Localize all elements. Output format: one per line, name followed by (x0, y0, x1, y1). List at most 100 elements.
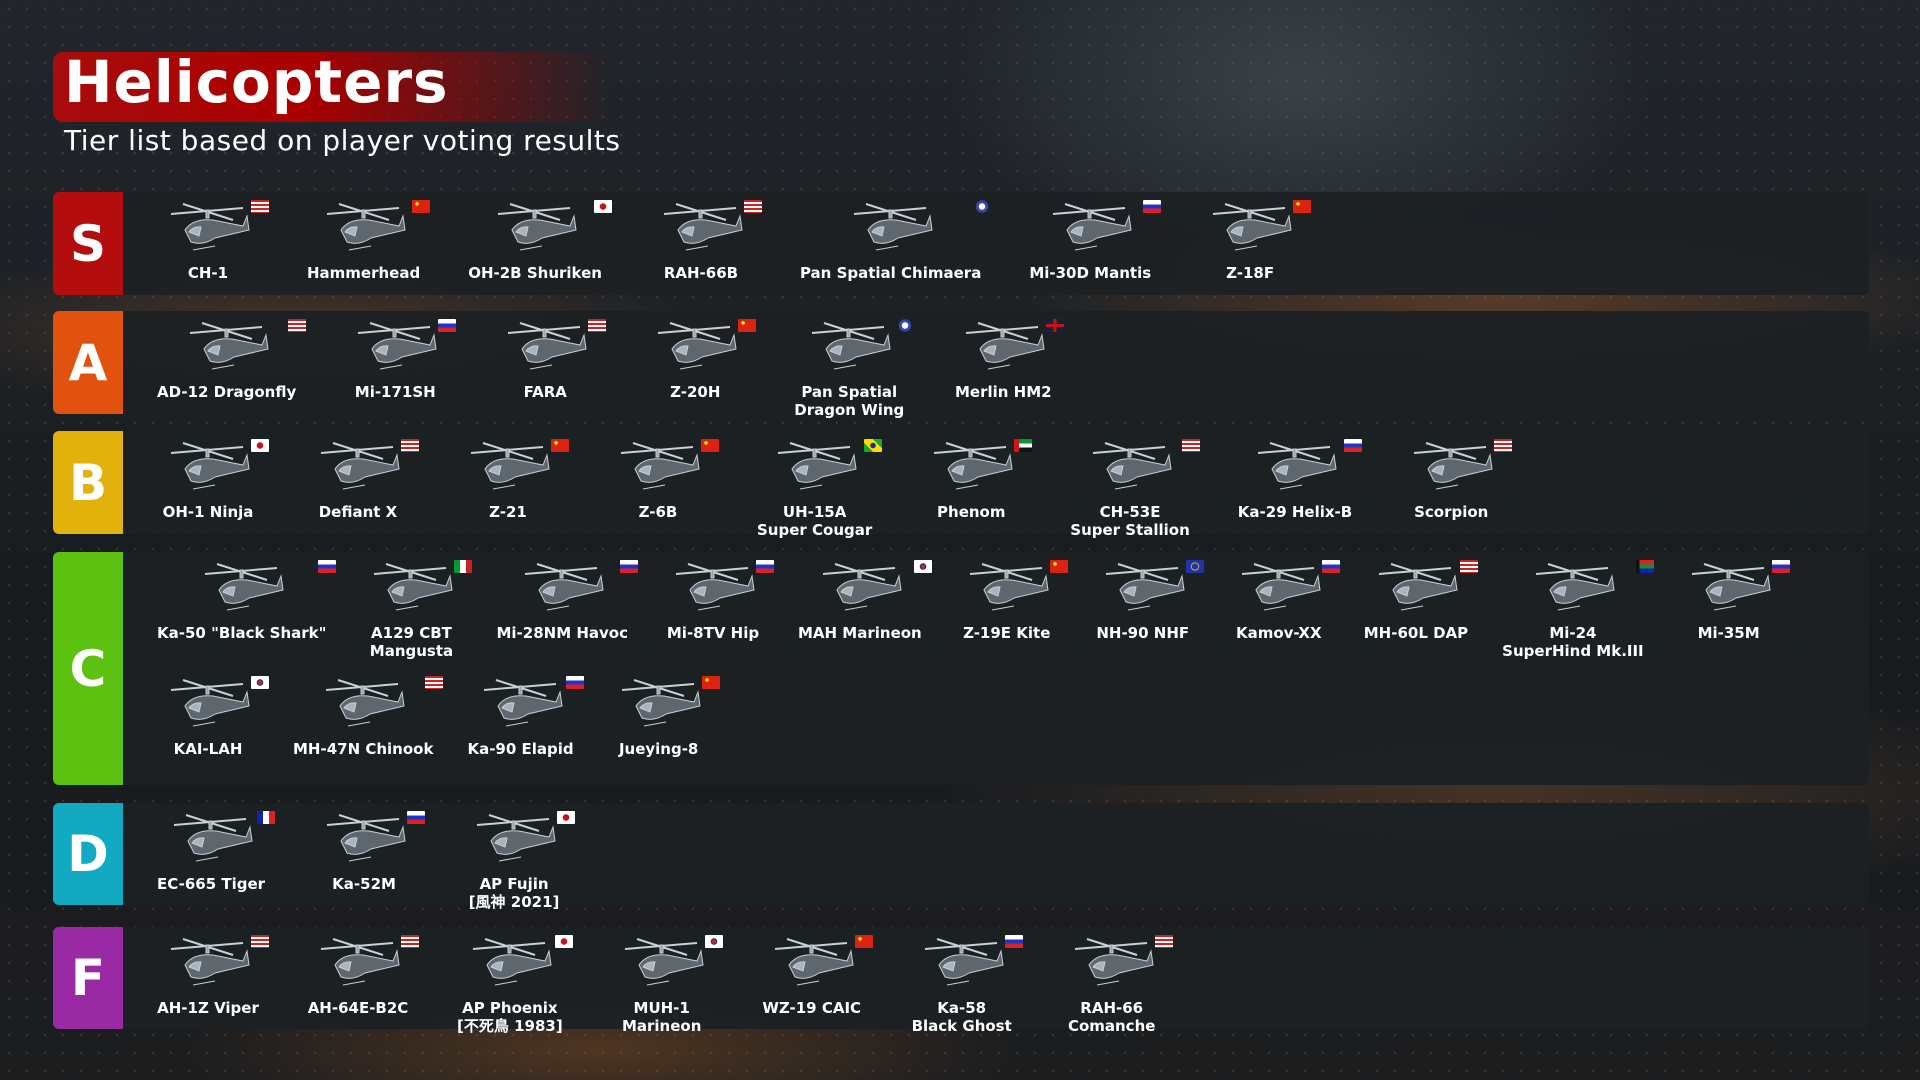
flag-ru-icon (1771, 560, 1790, 573)
helicopter-icon (1684, 560, 1774, 622)
helicopter-card[interactable]: UH-15A Super Cougar (743, 431, 886, 547)
flag-us-icon (251, 200, 269, 213)
flag-us-icon (288, 319, 307, 332)
helicopter-name: OH-1 Ninja (162, 503, 254, 521)
helicopter-card[interactable]: Mi-35M (1664, 552, 1794, 668)
helicopter-card[interactable]: Z-19E Kite (942, 552, 1072, 668)
helicopter-name: CH-53E Super Stallion (1070, 503, 1190, 539)
helicopter-card[interactable]: Merlin HM2 (938, 311, 1068, 427)
helicopter-card[interactable]: Phenom (906, 431, 1036, 547)
helicopter-icon (163, 935, 253, 997)
helicopter-card[interactable]: Z-6B (593, 431, 723, 547)
helicopter-card[interactable]: FARA (480, 311, 610, 427)
helicopter-name: EC-665 Tiger (157, 875, 266, 893)
flag-ru-icon (565, 676, 584, 689)
helicopter-icon (1205, 200, 1295, 262)
helicopter-icon (804, 319, 894, 381)
helicopter-name: Mi-24 SuperHind Mk.III (1502, 624, 1644, 660)
helicopter-card[interactable]: RAH-66B (636, 192, 766, 308)
helicopter-card[interactable]: MUH-1 Marineon (597, 927, 727, 1043)
helicopter-icon (313, 439, 403, 501)
helicopter-icon (163, 676, 253, 738)
helicopter-card[interactable]: EC-665 Tiger (143, 803, 279, 919)
helicopter-icon (1067, 935, 1157, 997)
helicopter-card[interactable]: OH-2B Shuriken (454, 192, 616, 308)
helicopter-icon (465, 935, 555, 997)
helicopter-card[interactable]: WZ-19 CAIC (747, 927, 877, 1043)
helicopter-icon (650, 319, 740, 381)
helicopter-card[interactable]: Ka-52M (299, 803, 429, 919)
helicopter-card[interactable]: Ka-50 "Black Shark" (143, 552, 340, 668)
helicopter-card[interactable]: MAH Marineon (784, 552, 936, 668)
flag-kr-icon (913, 560, 932, 573)
helicopter-card[interactable]: RAH-66 Comanche (1047, 927, 1177, 1043)
helicopter-card[interactable]: AH-1Z Viper (143, 927, 273, 1043)
helicopter-card[interactable]: Mi-30D Mantis (1015, 192, 1165, 308)
helicopter-card[interactable]: Kamov-XX (1214, 552, 1344, 668)
helicopter-name: Mi-28NM Havoc (496, 624, 628, 642)
helicopter-card[interactable]: Mi-28NM Havoc (482, 552, 642, 668)
helicopter-name: Pan Spatial Dragon Wing (794, 383, 905, 419)
helicopter-name: Scorpion (1414, 503, 1489, 521)
helicopter-name: Ka-52M (332, 875, 396, 893)
helicopter-card[interactable]: CH-1 (143, 192, 273, 308)
helicopter-card[interactable]: Jueying-8 (594, 668, 724, 784)
helicopter-card[interactable]: MH-60L DAP (1350, 552, 1482, 668)
helicopter-icon (767, 935, 857, 997)
helicopter-name: Mi-30D Mantis (1029, 264, 1152, 282)
helicopter-card[interactable]: AH-64E-B2C (293, 927, 423, 1043)
helicopter-card[interactable]: AD-12 Dragonfly (143, 311, 310, 427)
helicopter-card[interactable]: Defiant X (293, 431, 423, 547)
flag-un-icon (973, 200, 992, 213)
helicopter-card[interactable]: Z-21 (443, 431, 573, 547)
helicopter-name: Ka-58 Black Ghost (911, 999, 1012, 1035)
flag-ru-icon (1004, 935, 1023, 948)
helicopter-card[interactable]: AP Phoenix [不死鳥 1983] (443, 927, 577, 1043)
helicopter-name: Ka-50 "Black Shark" (157, 624, 327, 642)
helicopter-icon (1371, 560, 1461, 622)
helicopter-name: MUH-1 Marineon (621, 999, 702, 1035)
helicopter-name: OH-2B Shuriken (468, 264, 602, 282)
helicopter-icon (770, 439, 860, 501)
helicopter-card[interactable]: Hammerhead (293, 192, 434, 308)
helicopter-card[interactable]: Pan Spatial Dragon Wing (780, 311, 918, 427)
helicopter-icon (163, 439, 253, 501)
helicopter-card[interactable]: A129 CBT Mangusta (346, 552, 476, 668)
flag-cn-icon (412, 200, 431, 213)
helicopter-icon (163, 200, 253, 262)
helicopter-name: Mi-171SH (354, 383, 436, 401)
helicopter-card[interactable]: Mi-8TV Hip (648, 552, 778, 668)
helicopter-card[interactable]: KAI-LAH (143, 668, 273, 784)
helicopter-icon (1528, 560, 1618, 622)
helicopter-icon (490, 200, 580, 262)
flag-ru-icon (756, 560, 774, 573)
helicopter-icon (668, 560, 758, 622)
flag-kr-icon (704, 935, 723, 948)
helicopter-icon (319, 200, 409, 262)
flag-us-icon (1494, 439, 1513, 452)
helicopter-card[interactable]: Z-18F (1185, 192, 1315, 308)
helicopter-card[interactable]: Z-20H (630, 311, 760, 427)
helicopter-card[interactable]: OH-1 Ninja (143, 431, 273, 547)
helicopter-card[interactable]: AP Fujin [風神 2021] (449, 803, 579, 919)
helicopter-card[interactable]: NH-90 NHF (1078, 552, 1208, 668)
helicopter-name: WZ-19 CAIC (762, 999, 862, 1017)
helicopter-card[interactable]: CH-53E Super Stallion (1056, 431, 1204, 547)
helicopter-card[interactable]: Ka-58 Black Ghost (897, 927, 1027, 1043)
helicopter-card[interactable]: Mi-171SH (330, 311, 460, 427)
helicopter-name: MH-47N Chinook (293, 740, 434, 758)
helicopter-card[interactable]: Ka-29 Helix-B (1224, 431, 1366, 547)
helicopter-card[interactable]: Ka-90 Elapid (453, 668, 587, 784)
flag-us-icon (1154, 935, 1173, 948)
helicopter-card[interactable]: Pan Spatial Chimaera (786, 192, 995, 308)
helicopter-card[interactable]: Mi-24 SuperHind Mk.III (1488, 552, 1657, 668)
helicopter-name: A129 CBT Mangusta (369, 624, 454, 660)
helicopter-card[interactable]: MH-47N Chinook (279, 668, 447, 784)
flag-za-icon (1635, 560, 1654, 573)
helicopter-card[interactable]: Scorpion (1386, 431, 1516, 547)
flag-us-icon (1181, 439, 1200, 452)
